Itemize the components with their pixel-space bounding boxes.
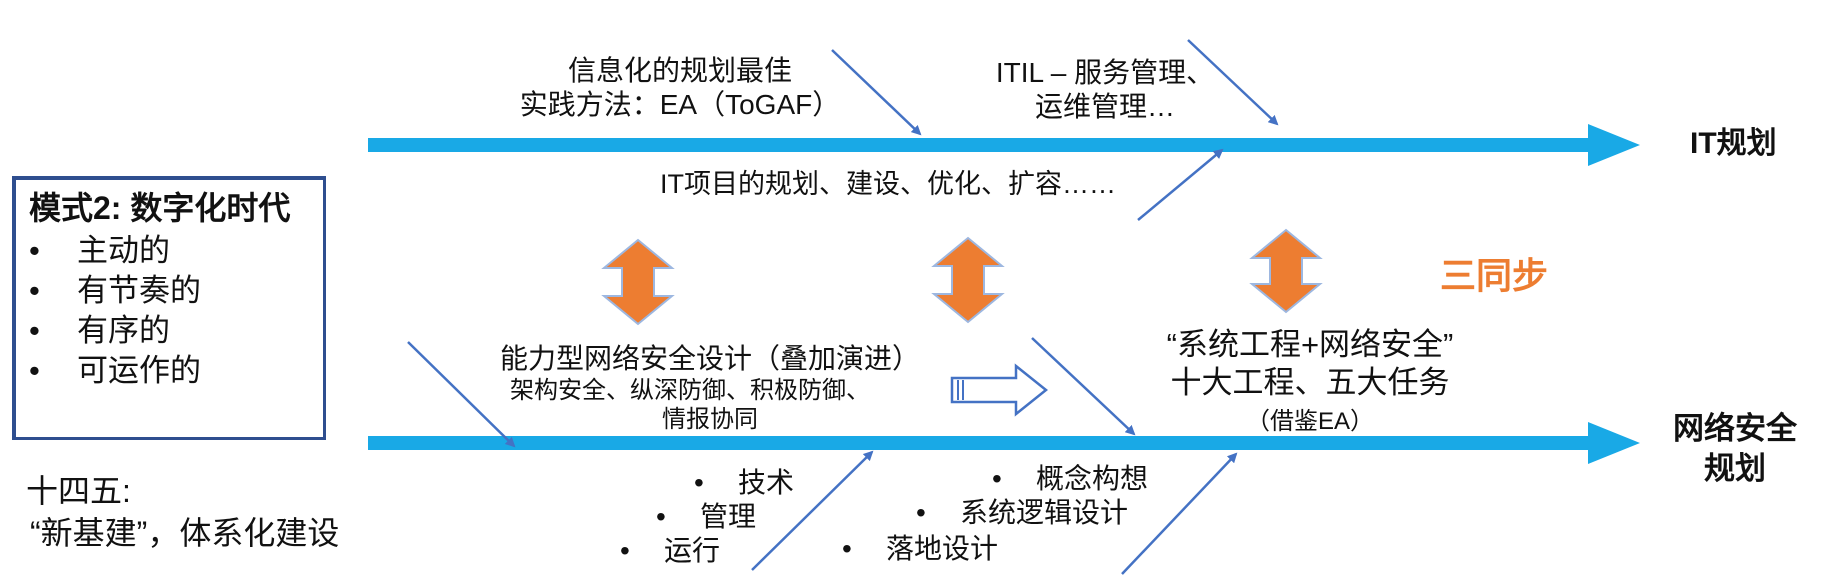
- branch-arrow-itil: [1187, 39, 1279, 126]
- capability-line3: 情报协同: [662, 406, 758, 433]
- ea-note-line1: 信息化的规划最佳: [567, 55, 792, 86]
- list-b-item-label: 概念构想: [1036, 463, 1149, 494]
- list-b-item-label: 系统逻辑设计: [960, 497, 1129, 528]
- it-axis-arrow: [368, 124, 1640, 166]
- double-arrow-2: [931, 236, 1005, 324]
- bullet-dot: •: [992, 463, 1002, 494]
- bullet-dot: •: [29, 353, 40, 388]
- capability-line1: 能力型网络安全设计（叠加演进）: [499, 343, 920, 374]
- hollow-right-arrow: [950, 363, 1049, 417]
- branch-arrow-list-a: [751, 450, 874, 571]
- mode2-list: • 主动的 • 有节奏的 • 有序的 • 可运作的: [29, 231, 201, 391]
- branch-arrow-list-b: [1121, 452, 1238, 575]
- list-item: • 落地设计: [842, 532, 998, 566]
- list-b-item-label: 落地设计: [886, 533, 999, 564]
- list-item: • 概念构想: [992, 462, 1148, 496]
- bullet-dot: •: [694, 467, 704, 498]
- security-axis-label-line2: 规划: [1704, 451, 1766, 486]
- bullet-dot: •: [842, 533, 852, 564]
- list-item: • 运行: [620, 534, 720, 568]
- list-item: • 管理: [656, 500, 756, 534]
- mode2-item: • 可运作的: [29, 351, 201, 391]
- itil-note-line1: ITIL – 服务管理、: [995, 57, 1215, 88]
- capability-line2: 架构安全、纵深防御、积极防御、: [510, 377, 870, 404]
- bullet-dot: •: [620, 535, 630, 566]
- bullet-dot: •: [29, 313, 40, 348]
- mode2-item-label: 可运作的: [77, 353, 201, 388]
- fourteenth-plan-line2: “新基建”，体系化建设: [30, 515, 340, 551]
- bullet-dot: •: [916, 497, 926, 528]
- system-engineering-line3: （借鉴EA）: [1245, 408, 1374, 435]
- branch-arrow-capability: [407, 341, 516, 448]
- bullet-dot: •: [29, 273, 40, 308]
- security-axis-label-line1: 网络安全: [1673, 411, 1797, 446]
- ea-note-line2: 实践方法：EA（ToGAF）: [519, 89, 841, 120]
- mode2-title: 模式2: 数字化时代: [29, 190, 291, 226]
- bullet-dot: •: [656, 501, 666, 532]
- double-arrow-1: [601, 238, 675, 326]
- bullet-dot: •: [29, 233, 40, 268]
- double-arrow-3: [1249, 228, 1323, 314]
- list-a-item-label: 运行: [664, 535, 721, 566]
- mode2-box: 模式2: 数字化时代 • 主动的 • 有节奏的 • 有序的 • 可运作的: [12, 176, 326, 440]
- mode2-item: • 有序的: [29, 311, 201, 351]
- branch-arrow-it-projects: [1137, 148, 1224, 221]
- fourteenth-plan-line1: 十四五:: [26, 473, 131, 509]
- system-engineering-line2: 十大工程、五大任务: [1170, 365, 1450, 400]
- it-projects-note: IT项目的规划、建设、优化、扩容……: [660, 169, 1116, 199]
- system-engineering-line1: “系统工程+网络安全”: [1166, 327, 1454, 362]
- list-a-item-label: 技术: [738, 467, 795, 498]
- mode2-item-label: 有序的: [77, 313, 170, 348]
- sync-label: 三同步: [1440, 255, 1549, 296]
- mode2-item: • 主动的: [29, 231, 201, 271]
- mode2-item-label: 有节奏的: [77, 273, 201, 308]
- branch-arrow-ea: [831, 49, 922, 136]
- mode2-item: • 有节奏的: [29, 271, 201, 311]
- list-item: • 系统逻辑设计: [916, 496, 1128, 530]
- it-axis-label: IT规划: [1690, 127, 1777, 160]
- mode2-item-label: 主动的: [77, 233, 170, 268]
- itil-note-line2: 运维管理…: [1034, 91, 1175, 122]
- list-item: • 技术: [694, 466, 794, 500]
- branch-arrow-system-engineering: [1031, 337, 1136, 436]
- security-axis-arrow: [368, 422, 1640, 464]
- list-a-item-label: 管理: [700, 501, 757, 532]
